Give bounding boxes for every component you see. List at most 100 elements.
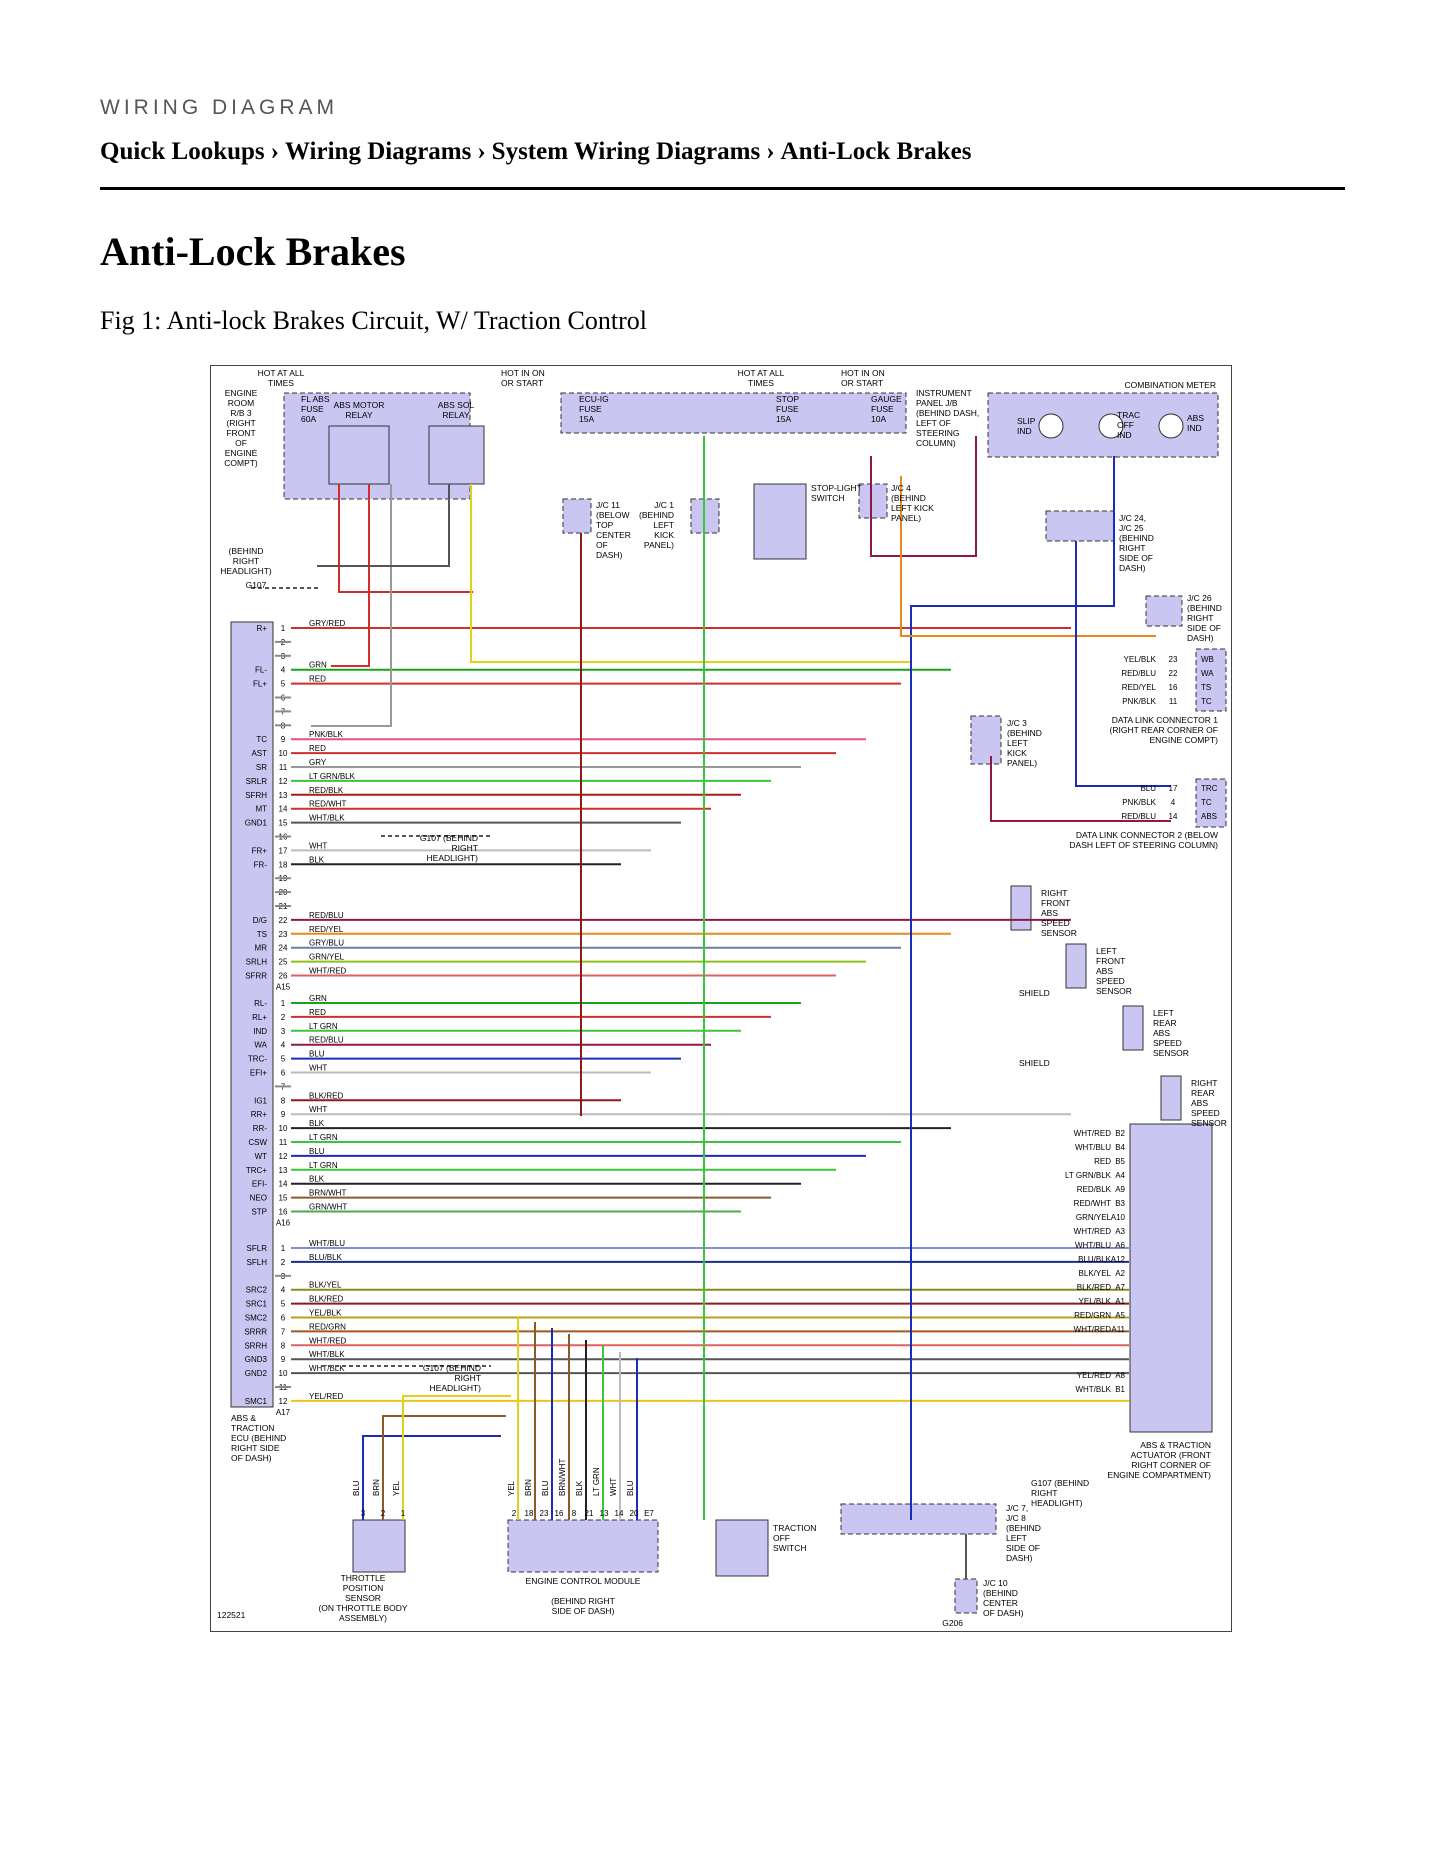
- abs-ind-lamp-icon: [1158, 413, 1184, 439]
- actuator-pin-label: A3: [1115, 1227, 1125, 1236]
- ecu-wire-color-label: RED/BLK: [309, 786, 344, 795]
- actuator-pin-label: B2: [1115, 1129, 1125, 1138]
- actuator-wire-label: WHT/RED: [1074, 1129, 1112, 1138]
- ecu-terminal-label: WA: [254, 1041, 267, 1050]
- actuator-wire-label: RED/WHT: [1074, 1199, 1111, 1208]
- breadcrumb-anti-lock-brakes[interactable]: Anti-Lock Brakes: [780, 138, 972, 165]
- ecu-terminal-label: EFI+: [250, 1069, 267, 1078]
- ecu-wire-color-label: BLK: [309, 855, 325, 864]
- dlc1-term-label: WA: [1201, 669, 1214, 678]
- section-eyebrow: WIRING DIAGRAM: [100, 96, 338, 119]
- dlc1-wire-label: PNK/BLK: [1122, 697, 1156, 706]
- ecu-terminal-label: SMC1: [245, 1397, 268, 1406]
- ecu-terminal-label: CSW: [248, 1138, 267, 1147]
- jc11-box: [562, 498, 592, 534]
- abs-motor-relay-box: [328, 425, 390, 485]
- dlc2-wire-label: PNK/BLK: [1122, 798, 1156, 807]
- ecu-terminal-label: SRRH: [244, 1341, 267, 1350]
- ecu-wire-color-label: WHT/BLK: [309, 814, 345, 823]
- wire-group: [251, 436, 1171, 1579]
- ecu-pin-number: 6: [281, 1314, 286, 1323]
- ecu-pin-number: 12: [279, 777, 288, 786]
- ecm-wire-label: BLU: [626, 1480, 635, 1496]
- breadcrumb: Quick Lookups›Wiring Diagrams›System Wir…: [100, 138, 972, 166]
- jc4-box: [858, 483, 888, 519]
- dlc1-pin-label: 23: [1169, 655, 1178, 664]
- jc26-box: [1145, 595, 1183, 627]
- ecu-terminal-label: GND3: [245, 1355, 268, 1364]
- throttle-wire-label: BRN: [372, 1479, 381, 1496]
- ecu-wire-color-label: PNK/BLK: [309, 730, 343, 739]
- right-rear-sensor-box: [1160, 1075, 1182, 1121]
- ecu-terminal-label: R+: [257, 624, 268, 633]
- breadcrumb-wiring-diagrams[interactable]: Wiring Diagrams: [285, 138, 472, 165]
- actuator-pin-label: B3: [1115, 1199, 1125, 1208]
- shield-label-2: SHIELD: [1019, 1058, 1050, 1068]
- actuator-pin-label: A4: [1115, 1171, 1125, 1180]
- ecm-wire-label: BLK: [575, 1480, 584, 1496]
- ecu-pin-number: 10: [279, 1124, 288, 1133]
- ecu-pin-number: 12: [279, 1152, 288, 1161]
- ecu-wire-color-label: GRY/RED: [309, 619, 346, 628]
- ecu-terminal-label: MR: [255, 944, 268, 953]
- ecu-terminal-label: FL-: [255, 666, 267, 675]
- ecu-pin-number: 9: [281, 735, 286, 744]
- actuator-pin-label: A11: [1111, 1325, 1125, 1334]
- ecu-terminal-label: SRLR: [246, 777, 268, 786]
- ecu-pin-number: 11: [279, 763, 288, 772]
- ecu-terminal-label: IG1: [254, 1096, 267, 1105]
- actuator-wire-label: YEL/RED: [1077, 1371, 1111, 1380]
- dlc1-term-label: TS: [1201, 683, 1211, 692]
- ecm-pin-label: 2: [512, 1509, 517, 1518]
- figure-caption: Fig 1: Anti-lock Brakes Circuit, W/ Trac…: [100, 306, 647, 335]
- yel-blk-wire: [470, 484, 911, 663]
- dlc2-term-label: TC: [1201, 798, 1212, 807]
- ecu-pin-number: 9: [281, 1110, 286, 1119]
- dlc2-box: [1195, 778, 1227, 828]
- ecu-terminal-label: FR+: [252, 846, 268, 855]
- breadcrumb-quick-lookups[interactable]: Quick Lookups: [100, 138, 265, 165]
- abs-traction-ecu-box: [230, 621, 274, 1408]
- ecu-terminal-label: SFRR: [245, 972, 267, 981]
- dlc2-wire-label: BLU: [1140, 784, 1156, 793]
- ecu-connector-id: A17: [276, 1408, 291, 1417]
- actuator-pin-label: A1: [1115, 1297, 1125, 1306]
- ecm-pin-label: 14: [615, 1509, 624, 1518]
- actuator-wire-label: WHT/BLU: [1075, 1241, 1111, 1250]
- ecu-terminal-label: WT: [255, 1152, 268, 1161]
- gry-red-wire: [338, 484, 473, 593]
- ecu-wire-color-label: BLK/RED: [309, 1295, 343, 1304]
- ecu-pin-number: 16: [279, 1208, 288, 1217]
- ecu-terminal-label: TS: [257, 930, 267, 939]
- ecu-terminal-label: SFRH: [245, 791, 267, 800]
- gry-red-wire-2: [331, 484, 370, 667]
- ecu-terminal-label: SRC1: [246, 1300, 268, 1309]
- ecu-terminal-label: SRRR: [244, 1327, 267, 1336]
- ecu-terminal-label: TC: [256, 735, 267, 744]
- throttle-wire-line: [362, 1435, 501, 1520]
- abs-traction-actuator-box: [1129, 1123, 1213, 1433]
- dlc2-pin-label: 17: [1169, 784, 1178, 793]
- ecu-terminal-label: MT: [255, 805, 267, 814]
- actuator-wire-label: BLK/RED: [1077, 1283, 1111, 1292]
- breadcrumb-system-wiring-diagrams[interactable]: System Wiring Diagrams: [491, 138, 761, 165]
- ecu-terminal-label: SRC2: [246, 1286, 268, 1295]
- ecu-wire-color-label: RED/WHT: [309, 800, 346, 809]
- ecu-terminal-label: STP: [251, 1208, 267, 1217]
- ecu-pin-number: 12: [279, 1397, 288, 1406]
- trac-off-ind-lamp-icon: [1098, 413, 1124, 439]
- actuator-pin-label: A5: [1115, 1311, 1125, 1320]
